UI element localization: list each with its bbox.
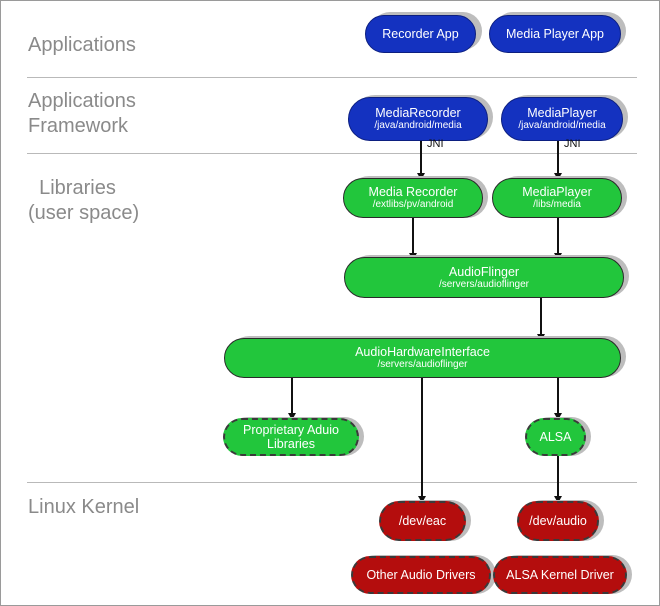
layer-label-applications: Applications	[28, 34, 136, 56]
node-mediaplayer-lib[interactable]: MediaPlayer /libs/media	[492, 178, 622, 218]
node-recorder-app-title: Recorder App	[382, 27, 459, 41]
node-audioflinger-title: AudioFlinger	[448, 264, 520, 279]
layer-label-applications-framework: Applications Framework	[28, 90, 136, 137]
node-audioflinger[interactable]: AudioFlinger /servers/audioflinger	[344, 257, 624, 298]
edge-label-jni-right: JNI	[564, 138, 581, 150]
node-proprietary-audio-libs-line1: Proprietary Aduio	[243, 423, 339, 437]
node-mediaplayer-lib-path: /libs/media	[533, 199, 581, 210]
node-recorder-app[interactable]: Recorder App	[365, 15, 476, 53]
layer-label-linux-kernel: Linux Kernel	[28, 496, 140, 518]
node-mediarecorder-framework[interactable]: MediaRecorder /java/android/media	[348, 97, 488, 141]
edge-mediarecorder-to-lib	[420, 141, 422, 179]
node-dev-audio-title: /dev/audio	[529, 514, 587, 528]
edge-ahi-to-alsa	[557, 377, 559, 419]
node-mediaplayer-framework-title: MediaPlayer	[527, 106, 597, 120]
node-media-recorder-lib[interactable]: Media Recorder /extlibs/pv/android	[343, 178, 483, 218]
node-audiohardwareinterface[interactable]: AudioHardwareInterface /servers/audiofli…	[224, 338, 621, 378]
node-audiohardwareinterface-title: AudioHardwareInterface	[355, 345, 490, 359]
node-mediaplayer-framework-path: /java/android/media	[518, 120, 606, 131]
arrowhead-ahi-to-alsa	[554, 413, 562, 420]
node-media-player-app-title: Media Player App	[506, 27, 604, 41]
edge-mediaplayerlib-to-audioflinger	[557, 218, 559, 260]
node-media-recorder-lib-path: /extlibs/pv/android	[372, 199, 454, 210]
node-mediaplayer-framework[interactable]: MediaPlayer /java/android/media	[501, 97, 623, 141]
separator-libraries	[27, 482, 637, 483]
edge-mediarecorderlib-to-audioflinger	[412, 218, 414, 260]
node-mediarecorder-framework-title: MediaRecorder	[375, 106, 461, 120]
node-dev-eac-title: /dev/eac	[398, 514, 447, 528]
node-media-player-app[interactable]: Media Player App	[489, 15, 621, 53]
edge-label-jni-left: JNI	[427, 138, 444, 150]
layer-label-libraries: Libraries (user space)	[28, 177, 140, 224]
arrowhead-alsa-to-dev-audio	[554, 496, 562, 503]
node-audioflinger-path: /servers/audioflinger	[438, 278, 530, 290]
arrowhead-ahi-to-proprietary-libs	[288, 413, 296, 420]
node-other-audio-drivers-title: Other Audio Drivers	[366, 568, 476, 582]
edge-mediaplayer-to-lib	[557, 141, 559, 179]
node-proprietary-audio-libs[interactable]: Proprietary Aduio Libraries	[223, 418, 359, 456]
node-media-recorder-lib-title: Media Recorder	[368, 185, 458, 199]
node-alsa-title: ALSA	[539, 430, 572, 444]
node-mediarecorder-framework-path: /java/android/media	[374, 120, 462, 131]
arrowhead-ahi-to-dev-eac	[418, 496, 426, 503]
edge-ahi-to-proprietary-libs	[291, 377, 293, 419]
separator-framework	[27, 153, 637, 154]
node-mediaplayer-lib-title: MediaPlayer	[522, 185, 592, 199]
node-alsa-kernel-driver[interactable]: ALSA Kernel Driver	[493, 556, 627, 594]
separator-applications	[27, 77, 637, 78]
node-proprietary-audio-libs-line2: Libraries	[267, 437, 315, 451]
node-other-audio-drivers[interactable]: Other Audio Drivers	[351, 556, 491, 594]
node-alsa[interactable]: ALSA	[525, 418, 586, 456]
node-alsa-kernel-driver-title: ALSA Kernel Driver	[506, 568, 614, 582]
edge-audioflinger-to-ahi	[540, 297, 542, 341]
node-dev-eac[interactable]: /dev/eac	[379, 501, 466, 541]
edge-alsa-to-dev-audio	[557, 455, 559, 501]
node-dev-audio[interactable]: /dev/audio	[517, 501, 599, 541]
edge-ahi-to-dev-eac	[421, 377, 423, 501]
node-audiohardwareinterface-path: /servers/audioflinger	[377, 359, 468, 370]
